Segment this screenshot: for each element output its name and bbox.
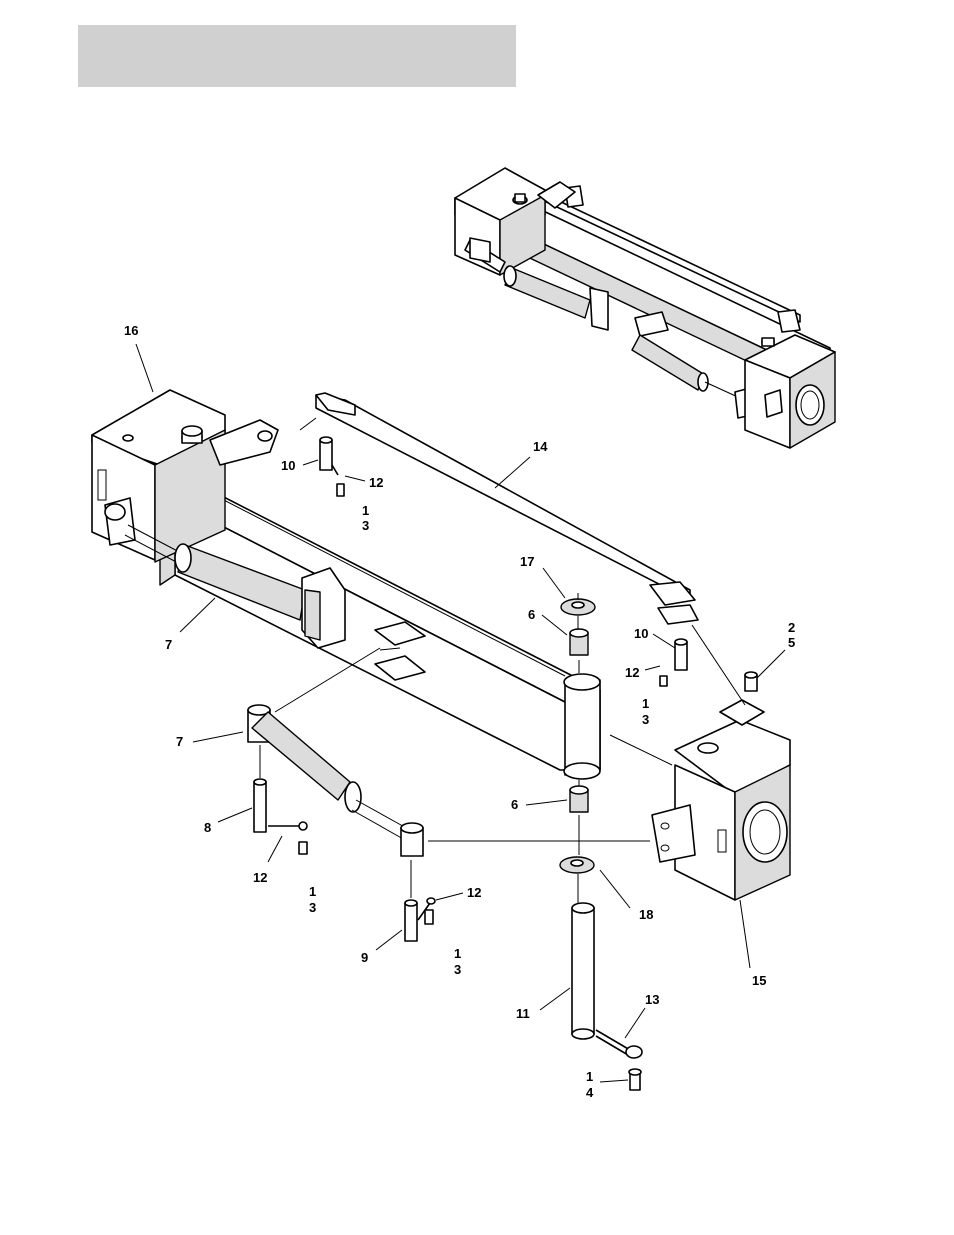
callout-14: 14 [533,439,548,454]
callout-1: 1 [309,884,316,899]
callout-10: 10 [634,626,648,641]
assembled-axle-view [455,168,835,448]
callout-17: 17 [520,554,534,569]
callout-5: 5 [788,635,795,650]
callout-7: 7 [176,734,183,749]
callout-11: 11 [516,1006,530,1021]
callout-9: 9 [361,950,368,965]
callout-6: 6 [528,607,535,622]
callout-13: 13 [645,992,659,1007]
callout-15: 15 [752,973,766,988]
callout-1: 1 [454,946,461,961]
callout-7: 7 [165,637,172,652]
exploded-axle-view [92,390,790,1090]
callout-12: 12 [467,885,481,900]
right-housing [652,700,790,900]
callout-16: 16 [124,323,138,338]
callout-1: 1 [642,696,649,711]
callout-1: 1 [362,503,369,518]
callout-10: 10 [281,458,295,473]
callout-1: 1 [586,1069,593,1084]
callout-6: 6 [511,797,518,812]
callout-3: 3 [362,518,369,533]
callout-3: 3 [454,962,461,977]
callout-4: 4 [586,1085,594,1100]
callout-8: 8 [204,820,211,835]
callout-3: 3 [642,712,649,727]
callout-12: 12 [369,475,383,490]
callout-12: 12 [253,870,267,885]
callout-12: 12 [625,665,639,680]
callout-2: 2 [788,620,795,635]
callout-3: 3 [309,900,316,915]
callout-18: 18 [639,907,653,922]
